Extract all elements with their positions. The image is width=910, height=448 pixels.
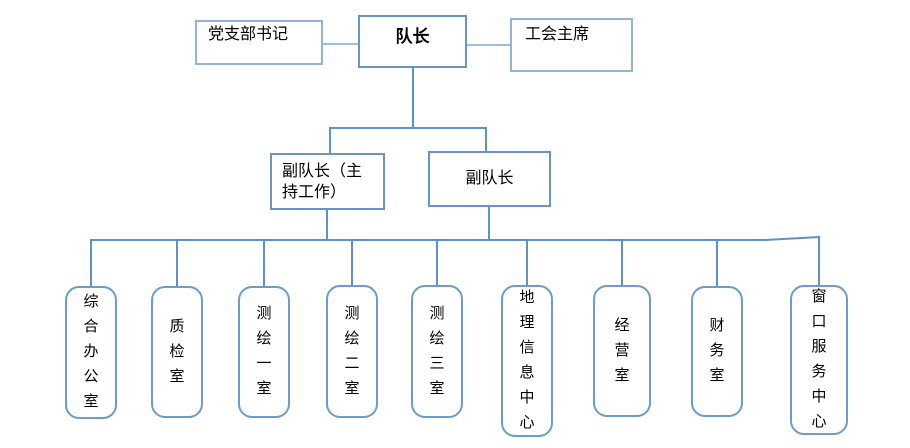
node-union-chairman: 工会主席 [510, 18, 633, 72]
node-dept-quality-inspection: 质检室 [151, 286, 203, 418]
dept-label: 窗口服务中心 [811, 289, 827, 430]
node-leader: 队长 [358, 15, 467, 68]
node-dept-geo-info-center: 地理信息中心 [501, 285, 553, 437]
dept-label: 测绘二室 [344, 305, 360, 397]
dept-label: 测绘三室 [429, 305, 445, 397]
node-dept-general-office: 综合办公室 [65, 286, 117, 419]
dept-label: 综合办公室 [83, 294, 99, 410]
node-dept-surveying-3: 测绘三室 [411, 285, 463, 418]
dept-label: 经营室 [614, 317, 630, 384]
node-deputy: 副队长 [428, 151, 551, 207]
node-party-secretary: 党支部书记 [195, 20, 323, 65]
node-dept-finance: 财务室 [691, 286, 743, 417]
node-dept-surveying-1: 测绘一室 [238, 286, 290, 418]
dept-label: 质检室 [169, 318, 185, 385]
dept-label: 财务室 [709, 318, 725, 384]
dept-label: 地理信息中心 [519, 290, 535, 431]
node-dept-surveying-2: 测绘二室 [326, 285, 378, 418]
node-deputy-executive: 副队长（主持工作） [270, 153, 385, 210]
dept-label: 测绘一室 [256, 306, 272, 397]
node-dept-service-window-center: 窗口服务中心 [790, 285, 848, 435]
node-dept-operations: 经营室 [593, 285, 651, 417]
connector-bus [90, 236, 821, 241]
